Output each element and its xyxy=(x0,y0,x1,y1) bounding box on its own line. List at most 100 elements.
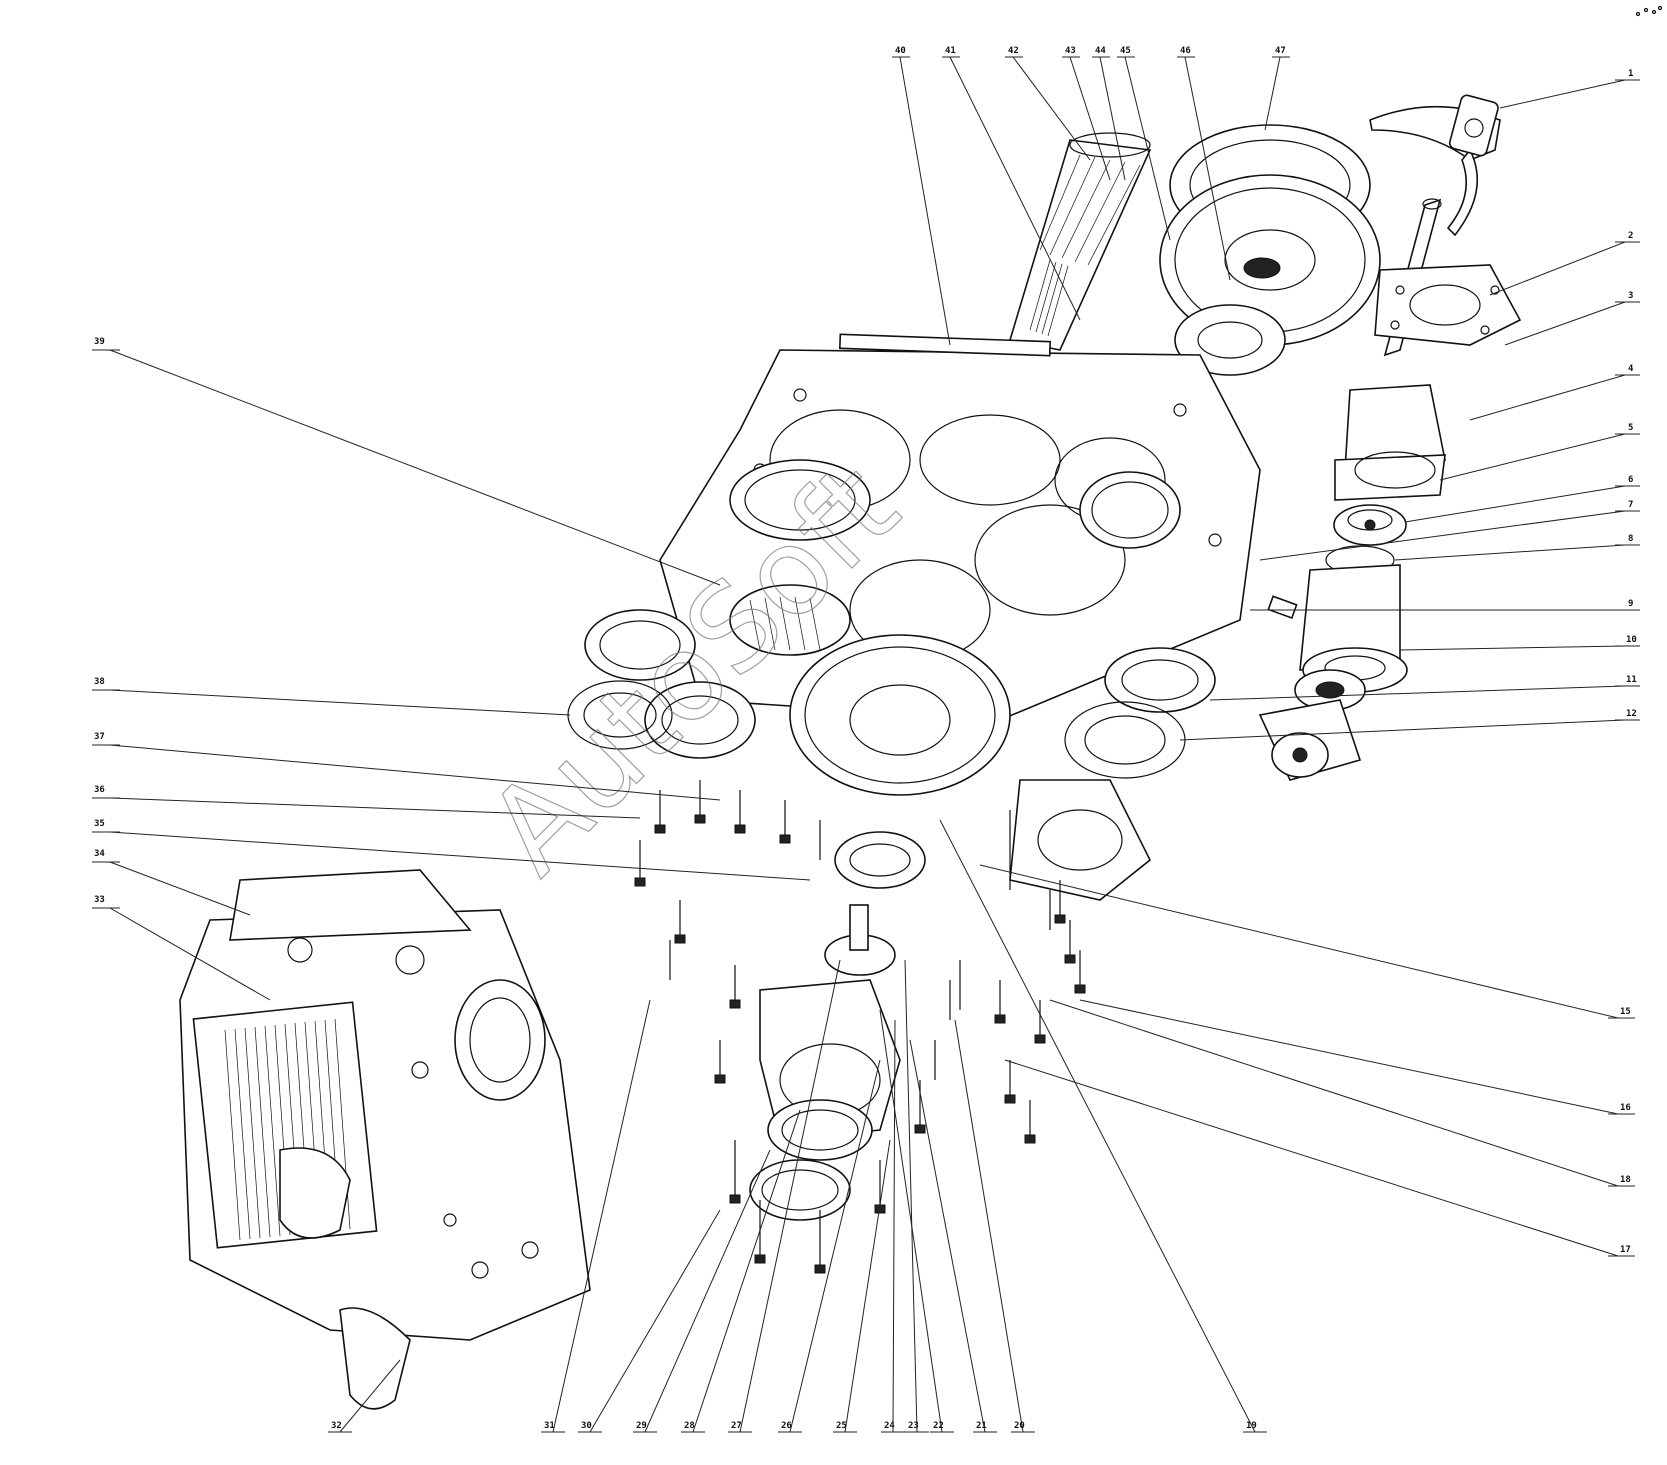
label-23: 23 xyxy=(908,1421,919,1431)
label-4: 4 xyxy=(1628,364,1634,374)
callout-41: 41 xyxy=(942,46,1081,321)
label-16: 16 xyxy=(1620,1103,1631,1113)
part-42-splined-shaft xyxy=(1008,132,1152,351)
label-33: 33 xyxy=(94,895,105,905)
label-42: 42 xyxy=(1008,46,1019,56)
label-17: 17 xyxy=(1620,1245,1631,1255)
label-29: 29 xyxy=(636,1421,647,1431)
label-44: 44 xyxy=(1095,46,1106,56)
label-37: 37 xyxy=(94,732,105,742)
callout-8: 8 xyxy=(1394,534,1640,561)
label-45: 45 xyxy=(1120,46,1131,56)
callout-28: 28 xyxy=(681,1109,801,1433)
label-5: 5 xyxy=(1628,423,1633,433)
part-12-bearing-cap xyxy=(1258,669,1366,781)
callout-31: 31 xyxy=(541,999,651,1433)
callout-30: 30 xyxy=(578,1209,721,1433)
label-1: 1 xyxy=(1628,69,1633,79)
part-16-right-bearings xyxy=(1009,647,1216,901)
label-15: 15 xyxy=(1620,1007,1631,1017)
callout-9: 9 xyxy=(1250,599,1640,611)
callout-11: 11 xyxy=(1209,675,1640,701)
callout-2: 2 xyxy=(1489,231,1640,296)
label-39: 39 xyxy=(94,337,105,347)
callout-42: 42 xyxy=(1005,46,1091,161)
callout-labels: 40 41 42 43 44 45 46 47 1 2 3 4 5 6 7 8 … xyxy=(92,46,1640,1433)
part-32-assembly-with-cooler xyxy=(179,869,591,1410)
callout-23: 23 xyxy=(904,959,929,1433)
callout-18: 18 xyxy=(1049,999,1635,1187)
label-24: 24 xyxy=(884,1421,895,1431)
label-30: 30 xyxy=(581,1421,592,1431)
label-34: 34 xyxy=(94,849,105,859)
callout-7: 7 xyxy=(1259,500,1640,561)
label-28: 28 xyxy=(684,1421,695,1431)
label-32: 32 xyxy=(331,1421,342,1431)
parts-artwork xyxy=(179,94,1522,1410)
label-27: 27 xyxy=(731,1421,742,1431)
callout-19: 19 xyxy=(939,819,1267,1433)
label-43: 43 xyxy=(1065,46,1076,56)
callout-40: 40 xyxy=(892,46,951,346)
label-47: 47 xyxy=(1275,46,1286,56)
callout-25: 25 xyxy=(833,1139,891,1433)
label-19: 19 xyxy=(1246,1421,1257,1431)
callout-5: 5 xyxy=(1439,423,1640,481)
label-18: 18 xyxy=(1620,1175,1631,1185)
part-4-cylinder-housing xyxy=(1334,384,1446,501)
label-31: 31 xyxy=(544,1421,555,1431)
callout-26: 26 xyxy=(778,1059,881,1433)
internal-gears xyxy=(729,459,1181,796)
callout-44: 44 xyxy=(1092,46,1126,181)
label-41: 41 xyxy=(945,46,956,56)
callout-6: 6 xyxy=(1404,475,1640,523)
callout-29: 29 xyxy=(633,1149,771,1433)
callout-46: 46 xyxy=(1177,46,1231,281)
label-20: 20 xyxy=(1014,1421,1025,1431)
label-36: 36 xyxy=(94,785,105,795)
callout-34: 34 xyxy=(92,849,251,916)
label-6: 6 xyxy=(1628,475,1633,485)
callout-47: 47 xyxy=(1264,46,1290,131)
callout-17: 17 xyxy=(1004,1059,1635,1257)
label-26: 26 xyxy=(781,1421,792,1431)
callout-1: 1 xyxy=(1499,69,1640,109)
label-25: 25 xyxy=(836,1421,847,1431)
label-21: 21 xyxy=(976,1421,987,1431)
callout-24: 24 xyxy=(881,1019,905,1433)
callout-4: 4 xyxy=(1469,364,1640,421)
callout-35: 35 xyxy=(92,819,811,881)
label-35: 35 xyxy=(94,819,105,829)
callout-38: 38 xyxy=(92,677,571,716)
callout-15: 15 xyxy=(979,864,1635,1019)
callout-36: 36 xyxy=(92,785,641,819)
callout-3: 3 xyxy=(1504,291,1640,346)
part-3-flange xyxy=(1374,264,1522,346)
label-11: 11 xyxy=(1626,675,1637,685)
callout-16: 16 xyxy=(1079,999,1635,1115)
label-12: 12 xyxy=(1626,709,1637,719)
part-1-shift-fork xyxy=(1369,94,1501,237)
callout-12: 12 xyxy=(1179,709,1640,741)
callout-43: 43 xyxy=(1062,46,1111,181)
part-27-lower-cover xyxy=(749,831,926,1221)
callout-39: 39 xyxy=(92,337,721,586)
callout-37: 37 xyxy=(92,732,721,801)
label-40: 40 xyxy=(895,46,906,56)
label-38: 38 xyxy=(94,677,105,687)
label-8: 8 xyxy=(1628,534,1633,544)
callout-22: 22 xyxy=(879,1009,954,1433)
corner-mark xyxy=(1635,5,1663,17)
label-3: 3 xyxy=(1628,291,1633,301)
callout-10: 10 xyxy=(1399,635,1640,651)
part-6-piston xyxy=(1325,504,1407,575)
label-9: 9 xyxy=(1628,599,1633,609)
callout-21: 21 xyxy=(909,1039,997,1433)
callout-45: 45 xyxy=(1117,46,1171,241)
label-7: 7 xyxy=(1628,500,1633,510)
label-10: 10 xyxy=(1626,635,1637,645)
label-22: 22 xyxy=(933,1421,944,1431)
label-46: 46 xyxy=(1180,46,1191,56)
part-38-bearing xyxy=(567,609,756,759)
